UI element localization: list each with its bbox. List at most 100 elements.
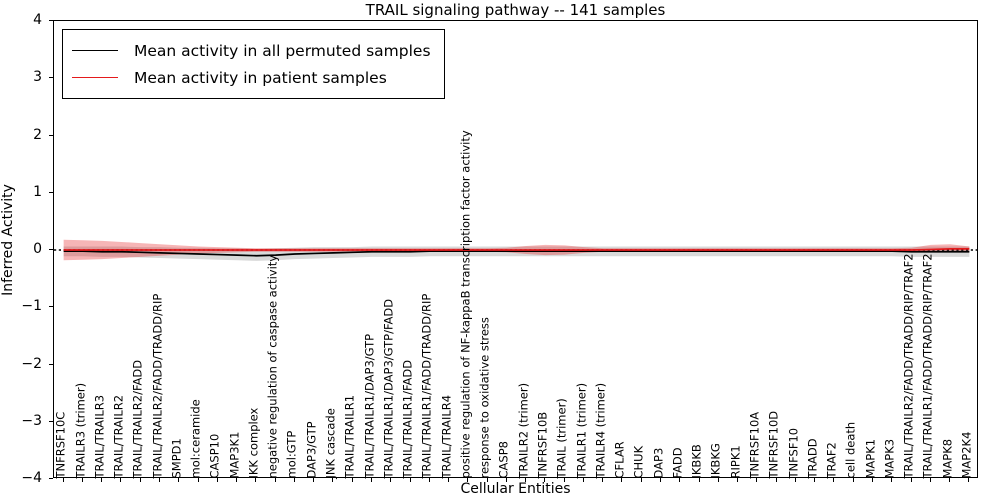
x-tick-mark [332,478,334,482]
x-tick-mark [448,478,450,482]
x-tick-label: TRAIL/TRAILR1 [342,394,357,478]
x-tick-mark [428,478,430,482]
chart-legend: Mean activity in all permuted samples Me… [62,29,445,99]
x-tick-mark [968,478,970,482]
y-tick-mark [49,249,53,250]
x-tick-mark [236,478,238,482]
x-tick-label: CASP8 [496,440,511,478]
x-tick-label: cell death [843,421,858,478]
x-tick-mark [293,478,295,482]
x-tick-mark [370,478,372,482]
legend-entry-permuted: Mean activity in all permuted samples [72,37,431,64]
y-tick-label: 2 [33,126,42,143]
x-tick-mark [390,478,392,482]
x-tick-mark [949,478,951,482]
plot-area [53,20,978,478]
x-tick-label: TRAILR2 (trimer) [516,382,531,478]
x-tick-mark [737,478,739,482]
line-patient [63,248,970,251]
y-tick-mark [49,420,53,422]
x-tick-label: IKBKB [689,443,704,478]
x-tick-label: TRAIL/TRAILR1/DAP3/GTP [362,333,377,478]
x-tick-label: TNFRSF10A [747,411,762,478]
x-tick-mark [640,478,642,482]
x-tick-mark [409,478,411,482]
x-tick-mark [81,478,83,482]
x-tick-mark [717,478,719,482]
x-tick-mark [486,478,488,482]
x-tick-mark [563,478,565,482]
x-tick-label: DAP3 [651,447,666,478]
x-tick-label: positive regulation of NF-kappaB transcr… [458,129,473,478]
x-tick-label: TNFSF10 [786,427,801,478]
x-tick-mark [120,478,122,482]
x-tick-label: MAP2K4 [959,431,974,478]
x-tick-label: TRAIL (trimer) [554,397,569,478]
plot-canvas [54,239,977,261]
legend-label-patient: Mean activity in patient samples [134,68,387,87]
x-tick-label: IKBKG [708,442,723,478]
x-tick-mark [62,478,64,482]
x-tick-mark [833,478,835,482]
y-tick-mark [49,134,53,136]
x-tick-mark [756,478,758,482]
y-tick-label: 4 [33,12,42,28]
y-tick-label: −1 [21,298,42,315]
x-tick-label: DAP3/GTP [304,420,319,478]
legend-entry-patient: Mean activity in patient samples [72,64,431,91]
x-tick-mark [544,478,546,482]
x-tick-label: TRAILR1 (trimer) [574,382,589,478]
x-tick-mark [582,478,584,482]
x-tick-mark [679,478,681,482]
x-tick-mark [313,478,315,482]
x-tick-label: TRAF2 [824,441,839,478]
x-tick-label: MAPK3 [882,438,897,478]
x-axis-label: Cellular Entities [460,481,571,497]
x-tick-mark [158,478,160,482]
x-tick-mark [525,478,527,482]
x-tick-mark [794,478,796,482]
x-tick-mark [467,478,469,482]
x-tick-label: TRAIL/TRAILR1/FADD/TRADD/RIP [419,293,434,478]
x-tick-label: TRAIL/TRAILR1/FADD [400,359,415,478]
x-tick-label: SMPD1 [169,437,184,478]
x-tick-label: MAP3K1 [227,431,242,478]
x-tick-mark [101,478,103,482]
x-tick-label: TRAIL/TRAILR2/FADD [130,359,145,478]
x-tick-mark [929,478,931,482]
y-tick-label: −2 [21,355,42,372]
y-tick-label: −3 [21,412,42,429]
y-tick-label: 1 [33,183,42,200]
x-tick-label: FADD [670,446,685,478]
x-tick-mark [197,478,199,482]
y-tick-mark [49,306,53,308]
x-tick-mark [139,478,141,482]
x-tick-mark [255,478,257,482]
x-tick-label: TNFRSF10C [53,411,68,478]
x-tick-mark [660,478,662,482]
x-tick-label: mol:ceramide [188,398,203,478]
x-tick-label: TRAIL/TRAILR2/FADD/TRADD/RIP/TRAF2 [901,252,916,478]
x-tick-mark [698,478,700,482]
x-tick-label: TNFRSF10D [766,410,781,478]
x-tick-label: TRAIL/TRAILR1/DAP3/GTP/FADD [381,298,396,478]
x-tick-mark [216,478,218,482]
x-tick-mark [178,478,180,482]
x-tick-mark [852,478,854,482]
legend-label-permuted: Mean activity in all permuted samples [134,41,431,60]
y-tick-mark [49,77,53,79]
x-tick-mark [814,478,816,482]
x-tick-label: MAPK1 [863,438,878,478]
y-tick-mark [49,363,53,365]
x-tick-label: TRAIL/TRAILR2 [111,394,126,478]
x-tick-label: TRAIL/TRAILR3 [92,394,107,478]
y-tick-mark [49,20,53,21]
x-tick-mark [274,478,276,482]
x-tick-mark [505,478,507,482]
chart-title: TRAIL signaling pathway -- 141 samples [365,1,666,19]
x-tick-label: TNFRSF10B [535,411,550,478]
y-tick-label: 0 [33,241,42,257]
x-tick-label: MAPK8 [940,438,955,478]
x-tick-label: negative regulation of caspase activity [265,254,280,478]
